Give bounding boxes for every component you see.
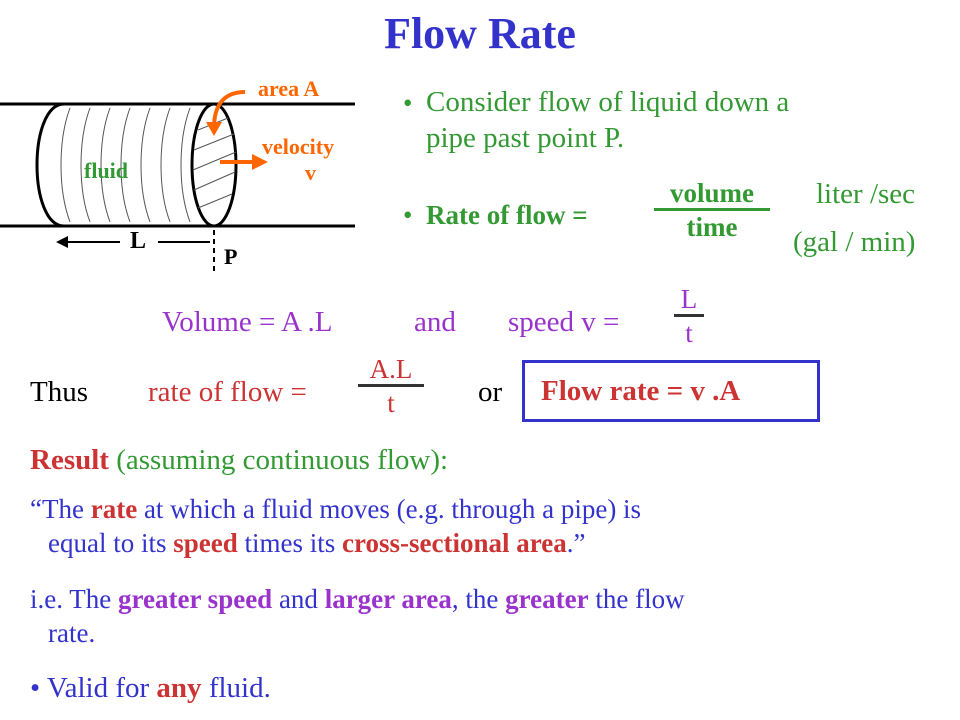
- quote-part: equal to its: [48, 528, 174, 558]
- ie-part: i.e. The: [30, 584, 118, 614]
- quote-part: times its: [237, 528, 343, 558]
- speed-equation: speed v =: [508, 306, 620, 338]
- bullet-consider-line1: Consider flow of liquid down a: [426, 86, 790, 118]
- ie-paragraph: i.e. The greater speed and larger area, …: [30, 582, 940, 650]
- fluid-cylinder-left-edge: [35, 102, 65, 228]
- ie-part: the flow: [588, 584, 685, 614]
- flow-rate-result-box: [522, 360, 820, 422]
- thus-text: Thus: [30, 376, 88, 408]
- length-label: L: [130, 228, 147, 254]
- point-p-label: P: [224, 244, 238, 269]
- result-line: Result (assuming continuous flow):: [30, 444, 448, 477]
- valid-any: any: [156, 672, 202, 704]
- l-over-t-fraction: L t: [674, 286, 704, 347]
- volume-numerator: volume: [654, 180, 770, 211]
- and-text: and: [414, 306, 456, 338]
- t-denominator: t: [685, 318, 693, 348]
- units-gal-per-min: (gal / min): [793, 226, 916, 258]
- t2-denominator: t: [387, 388, 395, 418]
- al-numerator: A.L: [358, 356, 424, 387]
- quote-rate: rate: [90, 494, 138, 524]
- ie-part: rate.: [48, 618, 96, 648]
- ie-part: , the: [451, 584, 506, 614]
- quote-part: “The: [30, 494, 91, 524]
- fluid-wave-lines: [60, 107, 191, 223]
- ie-greater-speed: greater speed: [117, 584, 273, 614]
- bullet-marker: •: [30, 672, 41, 704]
- rate-of-flow-label: Rate of flow =: [426, 200, 588, 230]
- quote-part: .”: [566, 528, 586, 558]
- or-text: or: [478, 376, 503, 408]
- cross-section-ellipse: [190, 102, 238, 228]
- ie-greater: greater: [505, 584, 589, 614]
- quote-speed: speed: [173, 528, 238, 558]
- volume-equation: Volume = A .L: [162, 306, 333, 338]
- pipe-diagram: [0, 90, 355, 275]
- al-over-t-fraction: A.L t: [358, 356, 424, 417]
- valid-part: fluid.: [201, 672, 271, 704]
- page-title: Flow Rate: [384, 9, 576, 58]
- valid-part: Valid for: [46, 672, 157, 704]
- ie-larger-area: larger area: [324, 584, 452, 614]
- bullet-marker: •: [403, 88, 413, 118]
- velocity-label: velocity: [262, 134, 335, 159]
- quote-area: cross-sectional area: [342, 528, 567, 558]
- rate-of-flow-equation: rate of flow =: [148, 376, 307, 408]
- quote-paragraph: “The rate at which a fluid moves (e.g. t…: [30, 492, 940, 560]
- volume-over-time-fraction: volume time: [654, 180, 770, 241]
- flow-rate-formula: Flow rate = v .A: [541, 375, 741, 407]
- area-label: area A: [258, 76, 320, 101]
- bullet-marker: •: [403, 200, 413, 230]
- fluid-label: fluid: [84, 158, 129, 183]
- ie-part: and: [272, 584, 325, 614]
- time-denominator: time: [686, 212, 738, 242]
- l-numerator: L: [674, 286, 704, 317]
- result-word: Result: [30, 444, 109, 476]
- result-assumption: (assuming continuous flow):: [116, 444, 449, 476]
- quote-part: at which a fluid moves (e.g. through a p…: [137, 494, 642, 524]
- bullet-consider-line2: pipe past point P.: [426, 122, 625, 154]
- units-liter-per-sec: liter /sec: [816, 178, 916, 210]
- v-label: v: [305, 160, 316, 185]
- valid-line: • Valid for any fluid.: [30, 672, 271, 705]
